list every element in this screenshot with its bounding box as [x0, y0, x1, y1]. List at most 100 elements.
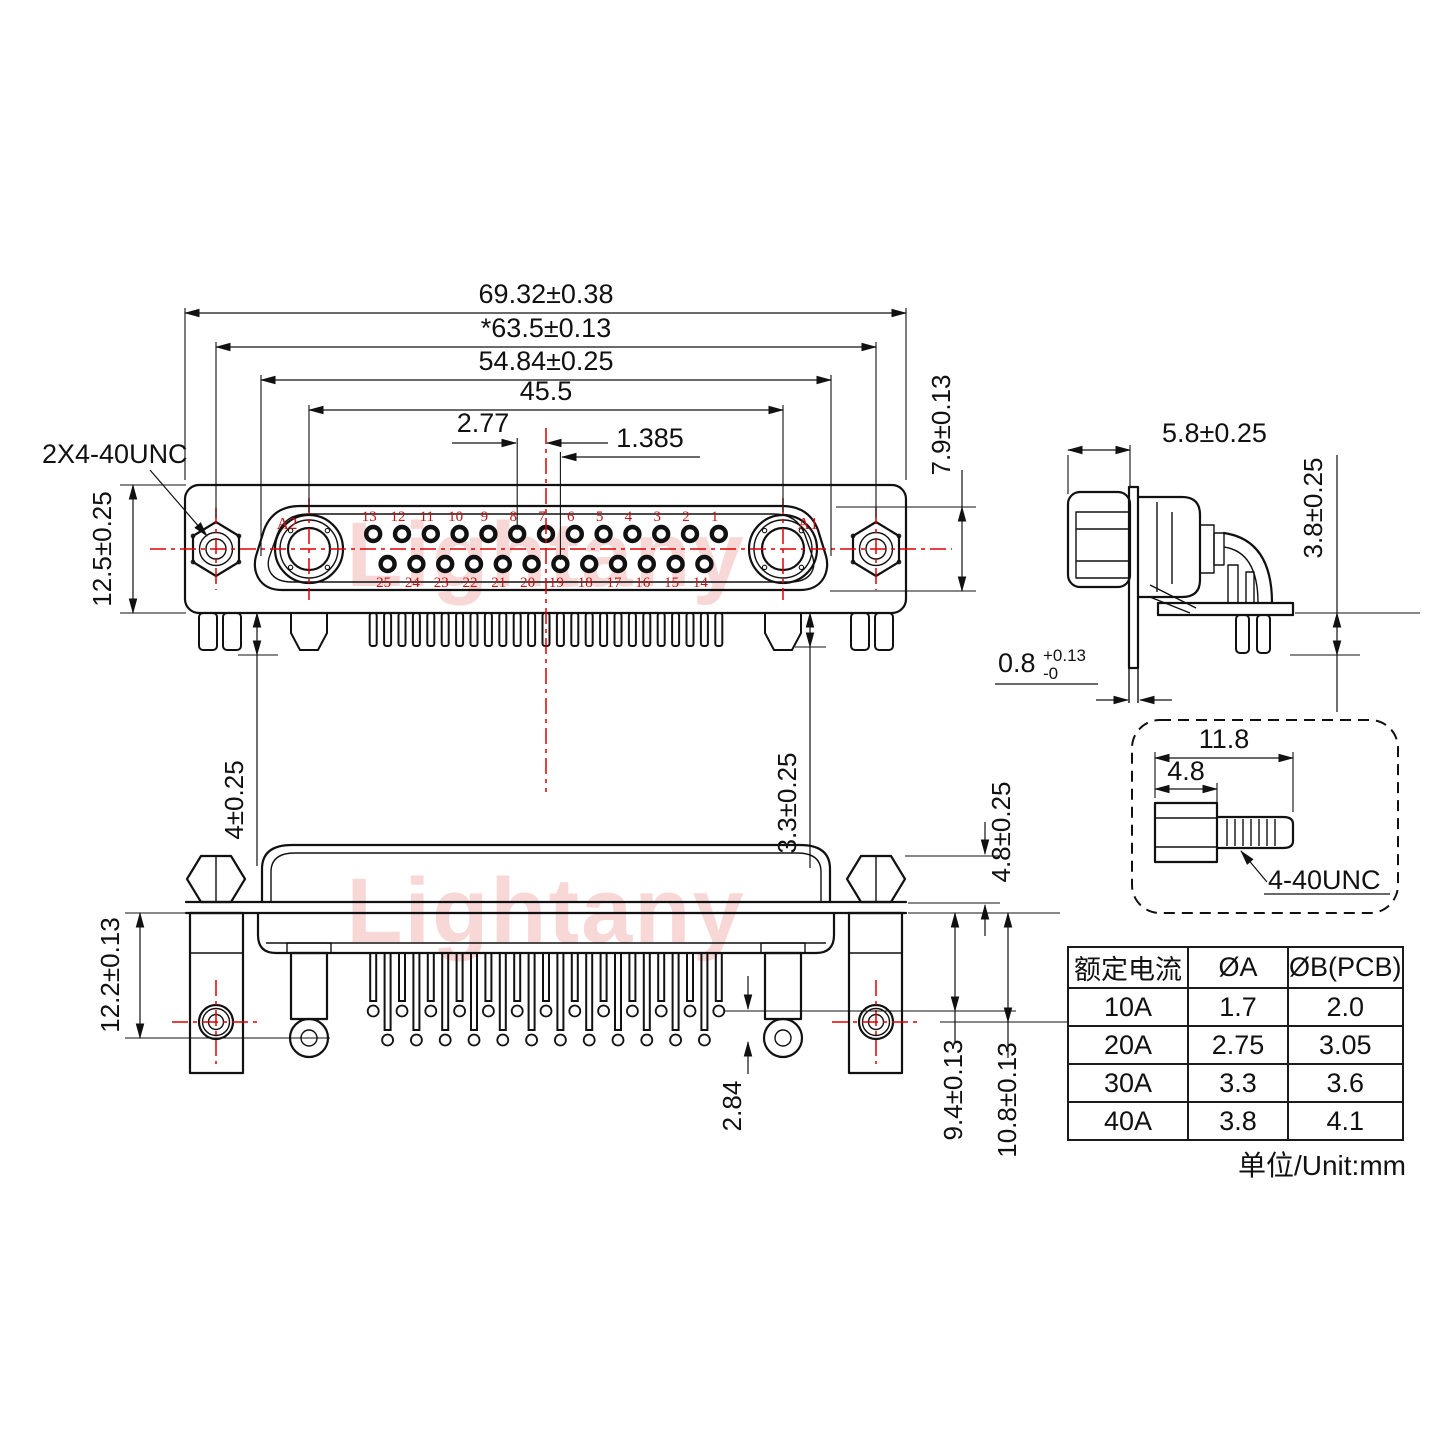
pin-number: 17	[607, 575, 623, 591]
dim-row1-depth: 9.4±0.13	[938, 1039, 968, 1140]
pin-hole	[392, 524, 412, 544]
pcb-pin	[699, 612, 709, 647]
pin-tip-hole	[683, 1004, 697, 1018]
pin-number: 13	[362, 509, 377, 525]
pin-hole	[493, 554, 512, 574]
pin-hole	[479, 524, 498, 544]
pin-number: 1	[711, 509, 719, 525]
dim-depth: 5.8±0.25	[1162, 418, 1267, 448]
pin-hole	[522, 554, 541, 574]
pin-hole	[580, 554, 599, 574]
coax-label-a1: A1	[798, 514, 819, 533]
pcb-pin	[627, 612, 637, 647]
side-hex-screw	[1075, 511, 1131, 579]
pcb-pin	[484, 952, 493, 1002]
pcb-pin	[512, 612, 522, 647]
col-dia-a: ØA	[1187, 946, 1289, 989]
screw-thread-shaft	[1215, 815, 1295, 850]
front-mount-legs	[198, 612, 894, 651]
pin-number: 20	[520, 575, 535, 591]
pin-number: 5	[596, 509, 604, 525]
pcb-pin	[642, 612, 652, 647]
pin-hole	[378, 554, 397, 574]
pcb-pin	[455, 612, 465, 647]
pcb-pin	[498, 952, 507, 1031]
pin-hole	[637, 554, 656, 574]
pin-tip-hole	[654, 1004, 668, 1018]
pin-tip-hole	[453, 1004, 467, 1018]
pcb-pin	[383, 612, 393, 647]
pin-hole	[464, 554, 484, 574]
pcb-pin	[426, 612, 436, 647]
pcb-pin	[570, 612, 580, 647]
unit-label: 单位/Unit:mm	[1237, 1150, 1406, 1181]
pin-number: 18	[578, 575, 593, 591]
screw-hex-body	[1153, 801, 1219, 864]
pin-hole	[695, 554, 714, 574]
pcb-pin	[700, 952, 709, 1031]
pcb-pin	[440, 612, 450, 647]
pin-number: 10	[448, 509, 463, 525]
pcb-pin	[556, 952, 565, 1031]
pcb-pin	[686, 952, 694, 1002]
dim-leg-length: 4±0.25	[219, 760, 249, 839]
pin-hole	[364, 524, 383, 544]
dim-coax-span: 45.5	[520, 376, 573, 406]
dim-face-width: 54.84±0.25	[479, 346, 614, 376]
pcb-pin	[585, 952, 594, 1031]
pin-hole	[421, 524, 440, 544]
bottom-standoff-a1	[762, 951, 804, 1059]
bottom-hex-right	[845, 854, 907, 904]
pin-tip-hole	[611, 1033, 625, 1047]
coax-label-a2: A2	[277, 514, 298, 533]
table-header-row: 额定电流 ØA ØB(PCB)	[1067, 946, 1404, 989]
pcb-pin	[441, 952, 450, 1031]
pin-number: 12	[391, 509, 406, 525]
bottom-shroud-inner	[270, 852, 822, 902]
pin-tip-hole	[438, 1033, 452, 1047]
pcb-pin	[411, 612, 421, 647]
pin-tip-hole	[481, 1004, 495, 1018]
pcb-pin	[570, 952, 579, 1002]
pin-number: 24	[405, 575, 421, 591]
pin-number: 6	[567, 509, 575, 525]
pcb-pin	[470, 952, 478, 1031]
pcb-pin	[656, 612, 666, 647]
pcb-pin	[412, 952, 421, 1031]
pcb-pin	[398, 952, 406, 1002]
pin-tip-hole	[640, 1033, 654, 1047]
pin-number: 16	[635, 575, 651, 591]
dim-plate-minus: -0	[1043, 664, 1058, 683]
pcb-pin	[397, 612, 407, 647]
screw-detail: 11.8 4.8 4-40UNC	[1131, 719, 1399, 914]
bottom-hex-left	[185, 854, 247, 904]
bottom-standoff-a2	[288, 951, 330, 1059]
dim-flange-height: 12.5±0.25	[87, 491, 117, 606]
pcb-pin	[542, 952, 550, 1002]
pcb-pin	[513, 952, 522, 1002]
pcb-pin	[714, 952, 723, 1002]
pin-number: 22	[463, 575, 478, 591]
pin-hole	[666, 554, 685, 574]
pcb-pin	[599, 952, 608, 1002]
pcb-pin	[671, 952, 680, 1031]
pcb-pin	[383, 952, 392, 1031]
front-post-a1	[764, 613, 802, 651]
dim-plate-value: 0.8	[998, 648, 1036, 678]
pin-number: 4	[625, 509, 633, 525]
pin-number: 15	[664, 575, 679, 591]
pin-hole	[709, 524, 728, 544]
pin-tip-hole	[698, 1033, 711, 1047]
dim-half-pitch: 1.385	[616, 423, 684, 453]
pcb-pin	[483, 612, 493, 647]
screw-thread-callout: 4-40UNC	[1268, 865, 1381, 895]
dim-row-offset: 2.84	[717, 1081, 747, 1132]
pin-number: 7	[538, 509, 546, 525]
pin-tip-hole	[626, 1004, 639, 1018]
